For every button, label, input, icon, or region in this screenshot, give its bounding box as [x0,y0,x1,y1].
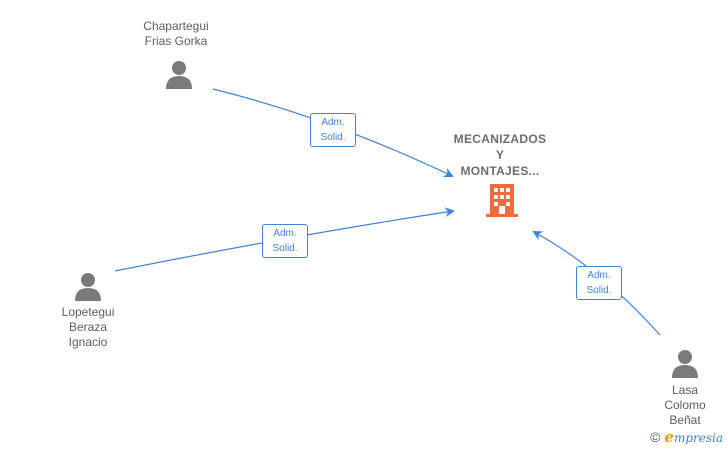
person-name-line: Frias Gorka [144,34,208,48]
person-name-line: Beraza [68,320,108,334]
person-name-lasa[interactable]: Lasa Colomo Beñat [643,383,727,428]
building-icon[interactable] [485,184,519,218]
edge-label-line: Solid. [320,132,346,143]
company-name[interactable]: MECANIZADOS Y MONTAJES... [440,131,560,179]
edge-label-chapartegui[interactable]: Adm. Solid. [310,113,356,147]
person-name-line: Chapartegui [143,19,209,33]
person-name-line: Ignacio [68,335,108,349]
person-name-line: Colomo [664,398,706,412]
edge-label-lasa[interactable]: Adm. Solid. [576,266,622,300]
company-name-line: MECANIZADOS [453,132,547,146]
brand-initial: e [664,428,674,446]
person-name-line: Beñat [669,413,701,427]
person-icon[interactable] [73,271,103,301]
person-name-line: Lopetegui [61,305,115,319]
person-name-line: Lasa [671,383,699,397]
company-name-line: MONTAJES... [460,164,540,178]
person-name-chapartegui[interactable]: Chapartegui Frias Gorka [121,19,231,49]
person-icon[interactable] [670,348,700,378]
person-icon[interactable] [164,59,194,89]
copyright-symbol: © [650,429,661,445]
edge-label-line: Solid. [586,285,612,296]
company-name-line: Y [495,148,505,162]
edge-label-line: Adm. [587,270,611,281]
edge-label-line: Adm. [273,228,297,239]
edge-label-lopetegui[interactable]: Adm. Solid. [262,224,308,258]
edge-label-line: Solid. [272,243,298,254]
person-name-lopetegui[interactable]: Lopetegui Beraza Ignacio [38,305,138,350]
brand-name: mpresia [673,431,723,445]
edge-label-line: Adm. [321,117,345,128]
brand-logo: empresia [664,428,723,446]
brand-watermark[interactable]: © empresia [650,428,723,446]
